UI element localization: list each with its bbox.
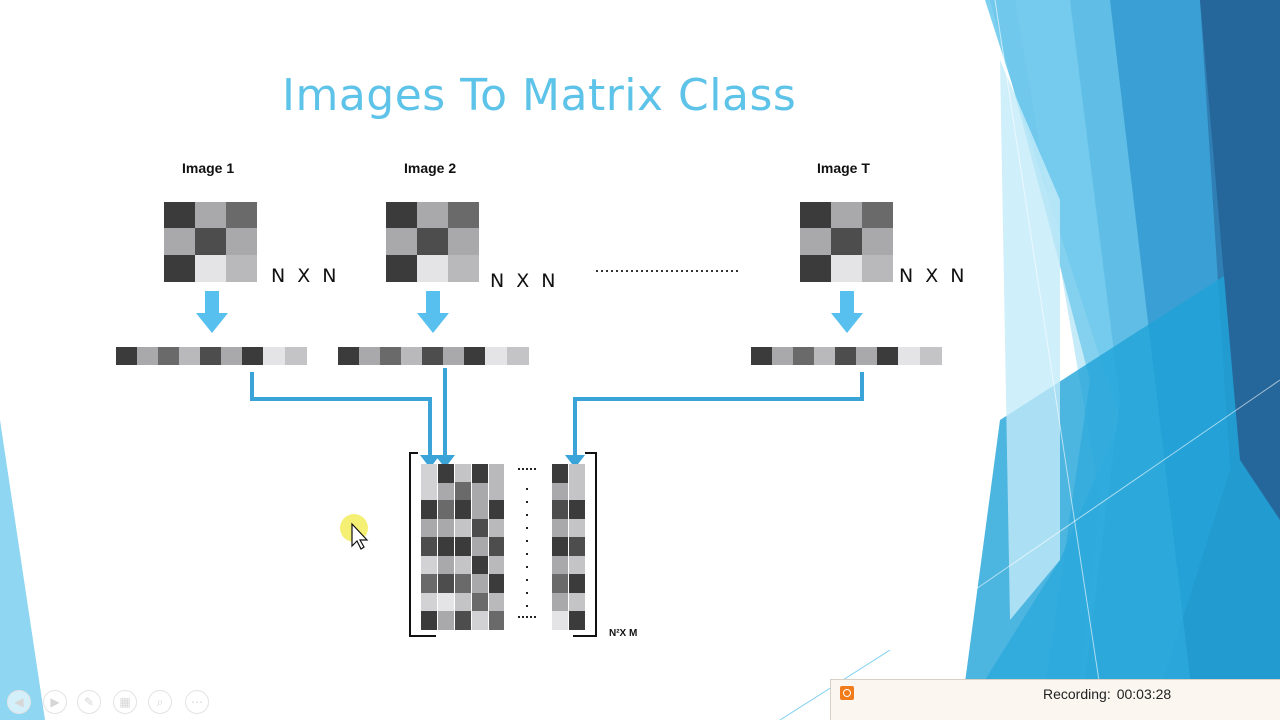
slide-title: Images To Matrix Class bbox=[282, 70, 797, 121]
matrix-last-columns bbox=[552, 464, 585, 630]
recording-time: 00:03:28 bbox=[1116, 686, 1172, 702]
record-icon[interactable] bbox=[840, 686, 854, 700]
matrix-brackets bbox=[409, 452, 597, 637]
slides-icon[interactable]: ▦ bbox=[113, 690, 137, 714]
image-2-grid bbox=[386, 202, 479, 282]
matrix-columns bbox=[421, 464, 504, 630]
image-t-label: Image T bbox=[817, 160, 870, 176]
vector-t bbox=[751, 347, 942, 365]
down-arrow-icon bbox=[196, 291, 228, 333]
image-2-label: Image 2 bbox=[404, 160, 457, 176]
image-t-dims: N X N bbox=[899, 265, 968, 287]
previous-icon[interactable]: ◀ bbox=[7, 690, 31, 714]
down-arrow-icon bbox=[417, 291, 449, 333]
down-arrow-icon bbox=[831, 291, 863, 333]
image-1-label: Image 1 bbox=[182, 160, 235, 176]
image-1-grid bbox=[164, 202, 257, 282]
more-icon[interactable]: ⋯ bbox=[185, 690, 209, 714]
image-2-dims: N X N bbox=[490, 270, 559, 292]
matrix-dims-label: N²X M bbox=[609, 628, 638, 639]
next-icon[interactable]: ▶ bbox=[43, 690, 67, 714]
matrix-ellipsis bbox=[518, 468, 538, 618]
image-1-dims: N X N bbox=[271, 265, 340, 287]
zoom-icon[interactable]: ⌕ bbox=[148, 690, 172, 714]
image-t-grid bbox=[800, 202, 893, 282]
connector-arrows bbox=[250, 368, 864, 458]
pointer-with-highlight-icon bbox=[340, 514, 369, 550]
recording-toolbar: Recording: 00:03:28 bbox=[830, 679, 1280, 720]
pen-icon[interactable]: ✎ bbox=[77, 690, 101, 714]
recording-label: Recording: bbox=[1043, 686, 1111, 702]
vector-2 bbox=[338, 347, 529, 365]
vector-1 bbox=[116, 347, 307, 365]
recording-status: Recording: 00:03:28 bbox=[1043, 686, 1171, 702]
arrowhead-icon bbox=[420, 455, 585, 468]
